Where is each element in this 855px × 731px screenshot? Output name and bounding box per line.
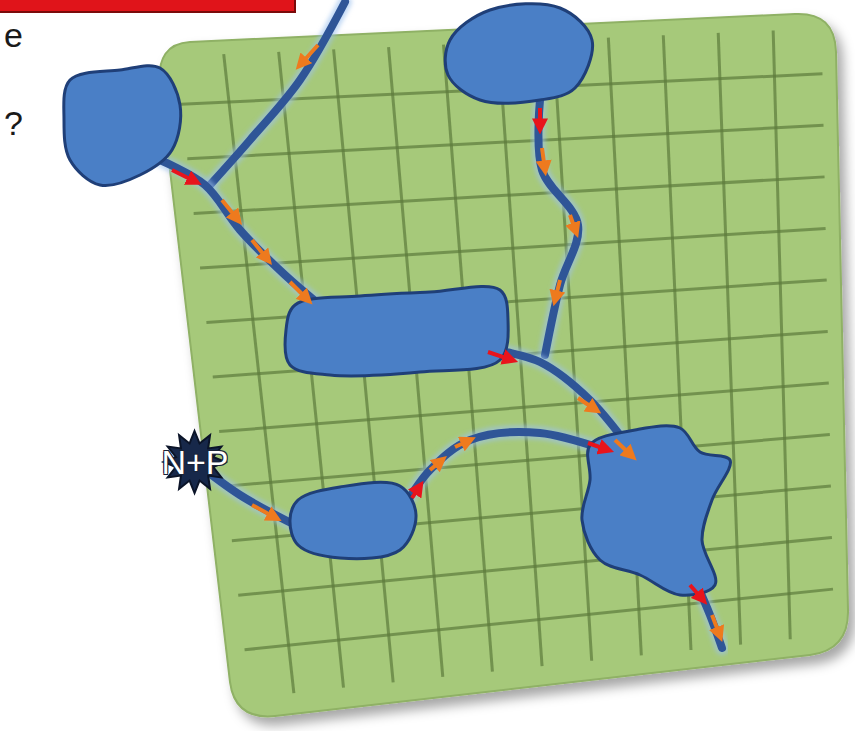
lake xyxy=(285,286,508,376)
grid-line xyxy=(219,383,829,432)
grid-line xyxy=(773,31,790,640)
flow-arrow xyxy=(690,585,703,600)
stream xyxy=(538,100,578,355)
source-label: N+P xyxy=(161,445,228,479)
flow-arrow xyxy=(578,398,596,410)
grid-line xyxy=(245,589,833,650)
stream-glow xyxy=(210,2,345,185)
flow-arrow xyxy=(538,108,542,128)
flow-arrow xyxy=(455,440,470,447)
lake xyxy=(582,426,731,595)
lakes xyxy=(64,4,731,596)
flow-arrow xyxy=(252,240,268,260)
flow-arrow xyxy=(412,486,420,498)
flow-arrow xyxy=(290,282,308,300)
flow-arrow xyxy=(222,200,238,220)
cut-off-text: e xyxy=(4,18,23,52)
flow-arrow xyxy=(712,615,720,636)
lake xyxy=(64,66,181,186)
stream xyxy=(160,160,320,305)
flow-arrow xyxy=(588,443,608,450)
cut-off-text: ? xyxy=(4,106,23,140)
flow-arrow xyxy=(430,460,442,470)
lake xyxy=(445,4,592,104)
flow-arrows xyxy=(172,45,720,636)
field-grid xyxy=(181,31,833,694)
flow-arrow xyxy=(252,505,276,518)
grid-line xyxy=(226,435,830,487)
flow-arrow xyxy=(488,352,512,360)
grid-line xyxy=(718,33,740,645)
stream-glow xyxy=(538,100,578,355)
flow-arrow xyxy=(555,280,560,300)
stream-glow xyxy=(160,160,320,305)
flow-arrow xyxy=(300,45,318,65)
nutrient-source-burst: N+P xyxy=(158,429,231,495)
stream xyxy=(210,2,345,185)
flow-arrow xyxy=(172,170,196,182)
flow-arrow xyxy=(542,148,545,170)
grid-line xyxy=(553,40,591,661)
flow-arrow xyxy=(615,440,632,456)
flow-arrow xyxy=(570,215,576,232)
title-bar xyxy=(0,0,295,12)
lake xyxy=(290,482,416,558)
